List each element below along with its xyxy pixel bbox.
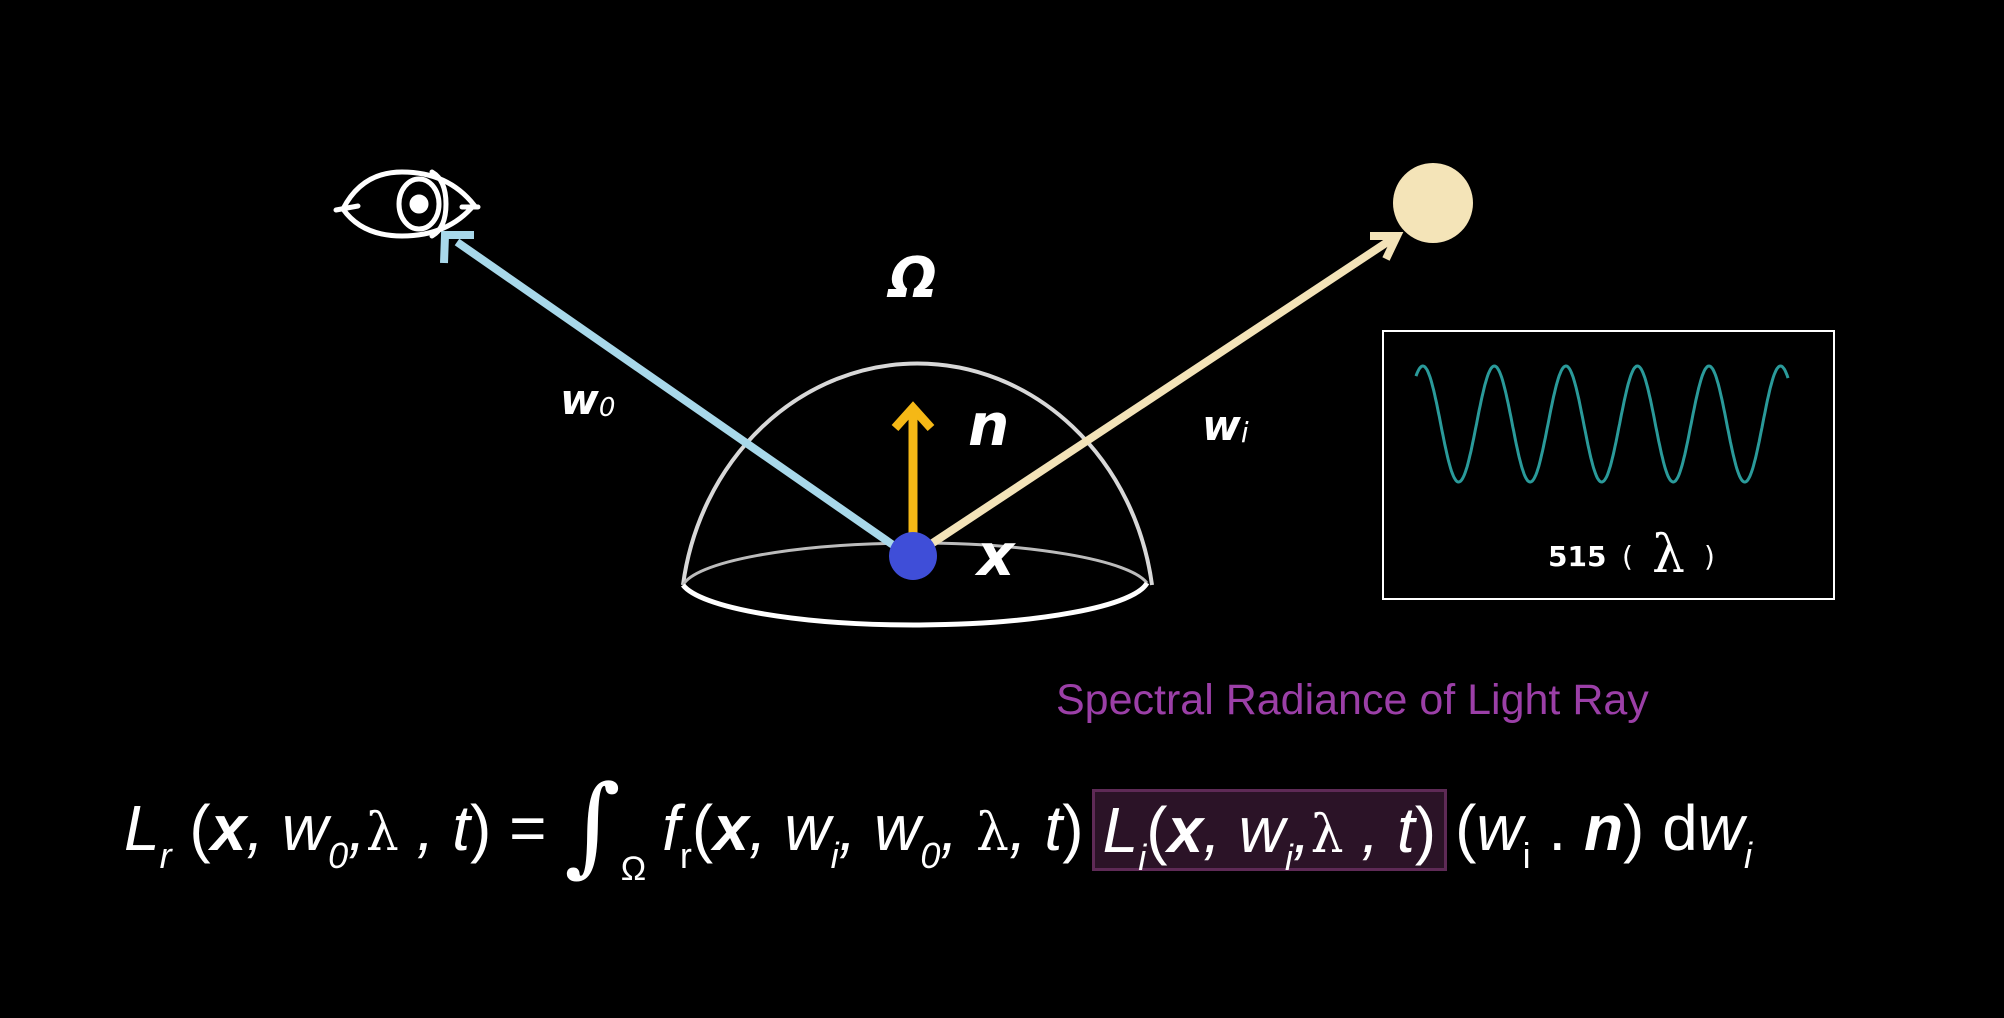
eq-comma: , [838,792,857,864]
spectral-radiance-caption: Spectral Radiance of Light Ray [1056,676,1649,724]
eq-x: x [713,792,749,864]
hemisphere-base-front [681,581,1150,628]
eq-omega: Ω [620,850,647,888]
eq-comma: , [416,792,435,864]
wavelength-symbol: λ [1652,525,1685,585]
eq-n: n [1583,792,1624,864]
eq-w: w [1238,794,1285,866]
eye-icon [333,169,481,239]
hemisphere-label: Ω [886,246,937,311]
wavelength-open-paren: ( [1622,540,1633,573]
eq-sub-0: 0 [920,835,941,876]
eq-open: ( [691,792,714,864]
eq-comma: , [1361,794,1380,866]
eq-w: w [784,792,831,864]
eq-open: ( [1455,792,1477,864]
eq-w: w [874,792,921,864]
eq-close: ) [1414,794,1437,866]
eq-L: L [124,792,160,864]
eq-sub-i: i [1138,837,1147,878]
eq-equals: = [509,792,547,864]
rendering-equation: Lr (x, w0,λ , t) =∫Ωfr(x, wi, w0, λ, t)L… [124,760,1752,887]
eq-d: d [1662,792,1698,864]
wave-curve [1414,364,1790,484]
eq-comma: , [246,792,265,864]
eq-f: f [662,792,680,864]
eq-sub-0: 0 [328,835,349,876]
eq-w: w [281,792,329,864]
eq-sub-i: i [1743,835,1752,876]
eq-integral: ∫ [564,763,621,888]
normal-label: n [968,391,1009,459]
eq-sub-r2: r [679,835,692,876]
hemisphere-dome [681,361,1154,586]
eq-lambda: λ [1310,805,1344,865]
light-source-icon [1393,163,1473,243]
incoming-ray [913,232,1404,558]
eq-close: ) [1062,792,1084,864]
eq-sub-i: i [830,835,839,876]
eq-lambda: λ [365,803,399,863]
eq-comma: , [748,792,767,864]
eq-comma: , [1203,794,1221,866]
wavelength-inset: 515 ( λ ) [1382,330,1835,600]
eq-open: ( [1146,794,1168,866]
outgoing-direction-label: w0 [560,375,615,424]
eq-w: w [1476,792,1523,864]
eq-sub-r: r [159,835,172,876]
eq-dot: . [1548,792,1567,864]
eq-close: ) [469,792,492,864]
eq-x: x [1167,794,1204,866]
eq-sub-i-upright: i [1522,835,1531,876]
eq-L: L [1102,794,1139,866]
eq-sub-i: i [1284,837,1293,878]
eq-comma: , [940,792,959,864]
eq-w: w [1697,792,1744,864]
surface-point [889,532,937,580]
eq-t: t [1396,794,1415,866]
outgoing-ray [440,231,909,558]
eq-lambda: λ [975,803,1009,863]
incoming-direction-label: wi [1202,401,1249,450]
eq-close: ) [1623,792,1645,864]
point-label: x [974,521,1016,589]
eq-open: ( [189,792,211,864]
eq-comma: , [1008,792,1027,864]
eq-comma: , [348,792,366,864]
eq-comma: , [1292,794,1311,866]
wavelength-close-paren: ) [1704,540,1715,573]
wavelength-value: 515 [1548,540,1606,573]
eq-x: x [210,792,247,864]
eq-t: t [1044,792,1063,864]
normal-arrow [891,401,935,537]
spectral-radiance-highlight-box: Li(x, wi,λ , t) [1091,789,1448,876]
eq-t: t [452,792,470,864]
